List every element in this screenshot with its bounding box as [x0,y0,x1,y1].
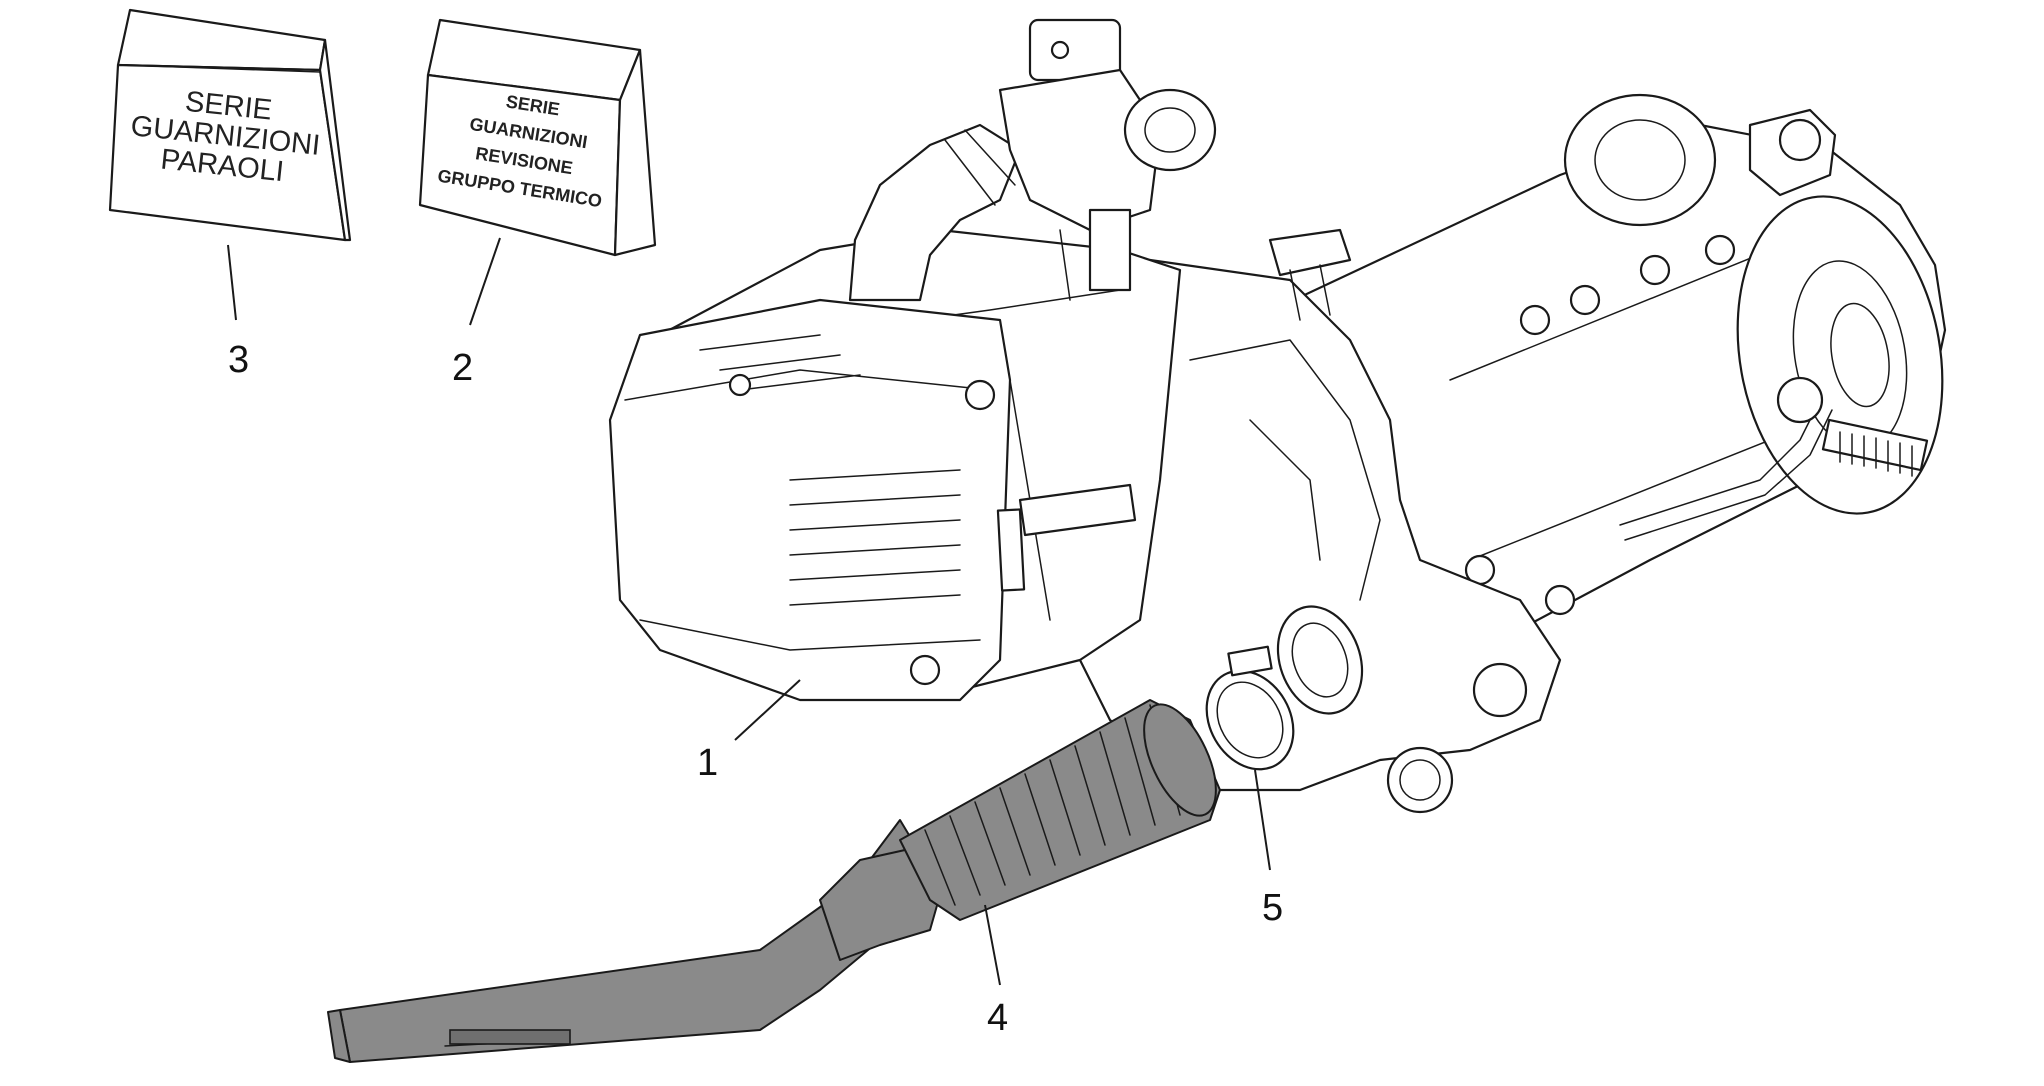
leader-2 [469,237,501,326]
callout-3: 3 [228,339,249,381]
leader-4 [984,904,1001,986]
leader-1 [734,679,801,741]
head-cover [608,298,1012,702]
gasket-package-3[interactable]: SERIE GUARNIZIONI PARAOLI [108,8,352,242]
threaded-rod [1821,418,1929,477]
carburettor [998,18,1217,301]
callout-5: 5 [1262,887,1283,929]
callout-2: 2 [452,347,473,389]
duct-corrugated-section [899,699,1221,921]
hose-clamp[interactable] [1189,645,1310,785]
callout-1: 1 [697,742,718,784]
cooling-fins [699,334,961,606]
gasket-package-2[interactable]: SERIE GUARNIZIONI REVISIONE GRUPPO TERMI… [418,18,657,257]
engine-assembly[interactable] [608,18,1966,814]
air-duct-hose[interactable] [327,694,1231,1063]
leader-3 [227,244,237,321]
callout-4: 4 [987,997,1008,1039]
upper-boss [1563,93,1717,227]
leader-5 [1254,769,1271,871]
